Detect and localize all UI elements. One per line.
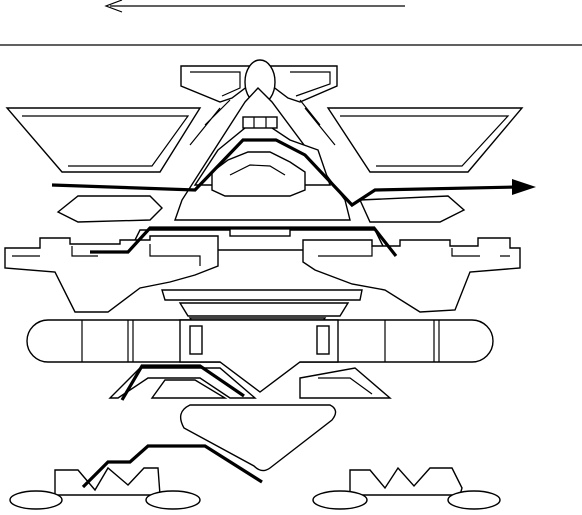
- right-wedge-part: [358, 195, 466, 223]
- direction-arrow-left: [104, 0, 405, 13]
- right-side-bracket: [302, 237, 521, 313]
- left-wedge-part: [56, 195, 163, 223]
- route-arrowhead: [512, 179, 536, 195]
- route-line-lower: [120, 364, 245, 401]
- central-upper-core: [174, 86, 351, 221]
- left-side-bracket: [4, 235, 219, 313]
- route-line-middle: [90, 226, 398, 257]
- right-upper-wing: [326, 107, 524, 173]
- lower-bracket-part: [108, 367, 392, 399]
- route-line-upper: [51, 138, 519, 208]
- cylinder-body-part: [26, 319, 494, 393]
- lower-triangle-part: [179, 404, 337, 472]
- assembly-route: [51, 138, 536, 489]
- route-line-bottom: [81, 444, 263, 489]
- bottom-left-foot: [9, 466, 201, 510]
- bottom-right-foot: [312, 466, 501, 510]
- left-upper-wing: [5, 107, 202, 173]
